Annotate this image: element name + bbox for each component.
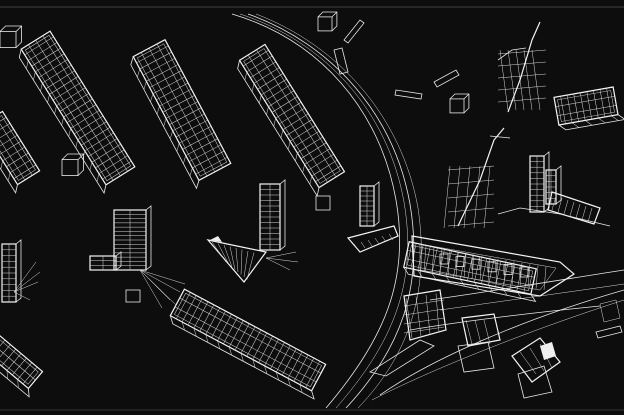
slab-block-bottom-left xyxy=(0,334,44,398)
slab-block-right-mid xyxy=(403,241,537,302)
riverside-complex-main xyxy=(411,235,576,297)
tower-right-wedge xyxy=(497,191,611,227)
tower-clusters xyxy=(1,21,611,309)
slab-block-center xyxy=(237,43,346,197)
slab-blocks xyxy=(0,30,624,400)
cube-left xyxy=(61,153,84,177)
tower-center-wedge xyxy=(206,236,268,283)
tower-right-a xyxy=(529,151,550,213)
tower-center-tall xyxy=(259,179,286,251)
tower-left-main xyxy=(113,205,152,271)
slab-block-bottom-center xyxy=(169,288,327,400)
riverside-complex xyxy=(369,235,576,399)
cube-top-center xyxy=(317,11,338,32)
tower-left-cube xyxy=(125,289,141,303)
slab-block-right-top xyxy=(553,86,624,131)
riverside-complex-lower xyxy=(369,289,447,377)
slab-block-left xyxy=(18,30,136,195)
tower-center-rays xyxy=(265,251,299,271)
riverside-complex-blocks xyxy=(457,313,561,399)
cube-top-left xyxy=(0,25,23,49)
bars-top-center xyxy=(333,19,623,339)
slab-block-far-left xyxy=(0,110,41,194)
slab-block-center-left xyxy=(130,38,232,190)
tower-center-cube xyxy=(315,195,331,211)
tower-mid-wedge xyxy=(346,225,399,253)
cube-center-right xyxy=(449,93,470,114)
tower-right-grid xyxy=(443,127,511,229)
small-cube-objects xyxy=(0,11,623,339)
tower-far-left xyxy=(1,239,22,303)
tower-top-right-sketch xyxy=(497,21,547,113)
tower-left-rays xyxy=(139,269,186,309)
tower-mid xyxy=(359,181,380,227)
tower-far-left-rays xyxy=(13,261,41,301)
tower-left-low xyxy=(89,251,122,271)
